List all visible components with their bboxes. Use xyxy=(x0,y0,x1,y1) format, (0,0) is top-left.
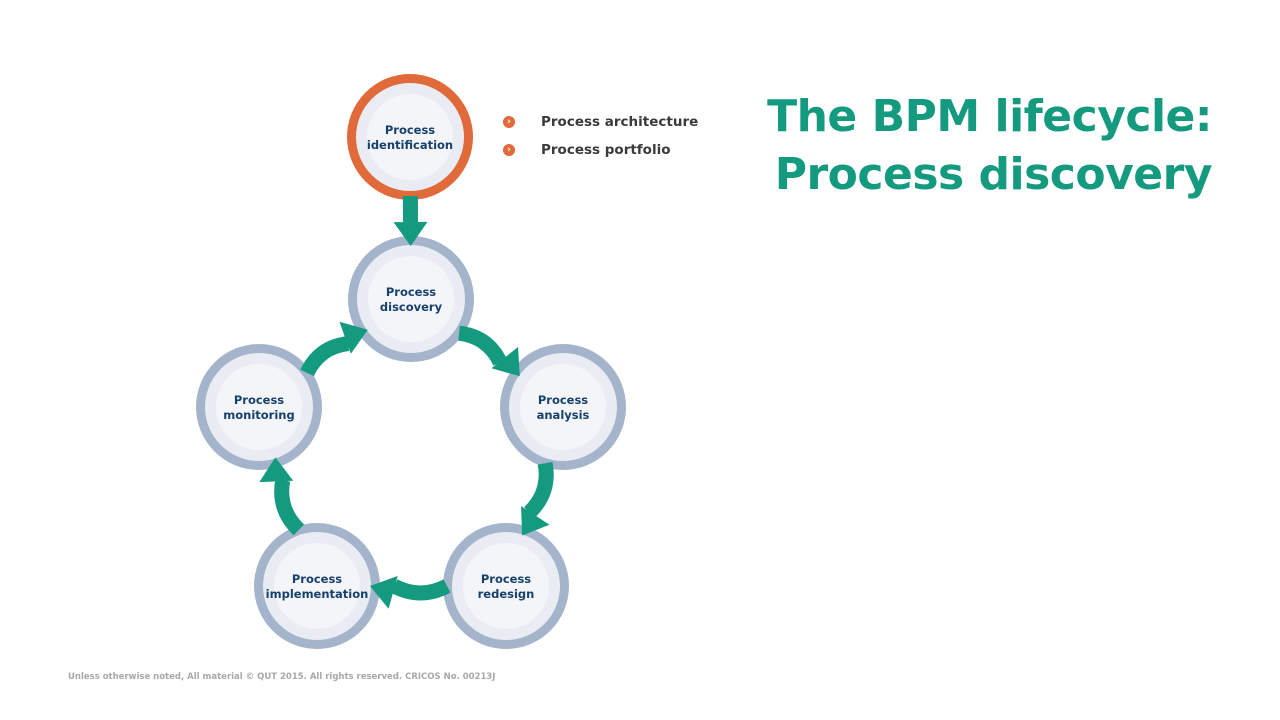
chevron-right-circle-icon: › xyxy=(503,116,515,128)
identification-outputs-list: › Process architecture › Process portfol… xyxy=(503,108,698,164)
arrow-head xyxy=(393,221,428,247)
flow-arrow-monitoring-to-discovery xyxy=(300,321,368,377)
bullet-item: › Process architecture xyxy=(503,108,698,136)
arrow-head xyxy=(339,321,368,354)
arrow-shaft xyxy=(274,478,305,536)
bullet-label: Process portfolio xyxy=(541,142,671,158)
arrow-head xyxy=(259,457,294,483)
arrow-shaft xyxy=(457,325,507,366)
node-label-line-1: Process xyxy=(385,123,435,137)
flow-arrow-implementation-to-monitoring xyxy=(259,457,305,536)
node-inner xyxy=(274,543,360,629)
arrow-shaft xyxy=(390,579,451,601)
title-line-1: The BPM lifecycle: xyxy=(767,91,1212,142)
arrow-head xyxy=(521,506,550,536)
node-label-line-1: Process xyxy=(234,393,284,407)
slide-title: The BPM lifecycle: Process discovery xyxy=(767,88,1212,204)
chevron-right-circle-icon: › xyxy=(503,144,515,156)
node-inner xyxy=(367,94,453,180)
node-label-line-1: Process xyxy=(481,572,531,586)
node-label-line-2: implementation xyxy=(266,587,369,601)
node-inner xyxy=(463,543,549,629)
node-inner xyxy=(216,364,302,450)
node-label-line-1: Process xyxy=(538,393,588,407)
node-label-line-2: discovery xyxy=(380,300,443,314)
bullet-item: › Process portfolio xyxy=(503,136,698,164)
flow-arrow-discovery-to-analysis xyxy=(457,325,520,377)
node-label-line-2: identification xyxy=(367,138,453,152)
node-label-line-2: monitoring xyxy=(223,408,294,422)
node-label-line-1: Process xyxy=(292,572,342,586)
arrow-head xyxy=(370,576,398,609)
node-label-line-1: Process xyxy=(386,285,436,299)
arrow-head xyxy=(491,346,520,377)
title-line-2: Process discovery xyxy=(774,149,1213,200)
flow-arrow-redesign-to-implementation xyxy=(370,576,451,609)
arrow-shaft xyxy=(300,336,350,377)
flow-arrow-identification-to-discovery xyxy=(393,195,428,247)
arrow-shaft xyxy=(523,461,554,519)
node-inner xyxy=(368,256,454,342)
bullet-label: Process architecture xyxy=(541,114,699,130)
flow-arrow-analysis-to-redesign xyxy=(521,461,554,536)
node-label-line-2: redesign xyxy=(478,587,535,601)
copyright-footer: Unless otherwise noted, All material © Q… xyxy=(68,672,496,682)
node-label-line-2: analysis xyxy=(537,408,590,422)
node-inner xyxy=(520,364,606,450)
